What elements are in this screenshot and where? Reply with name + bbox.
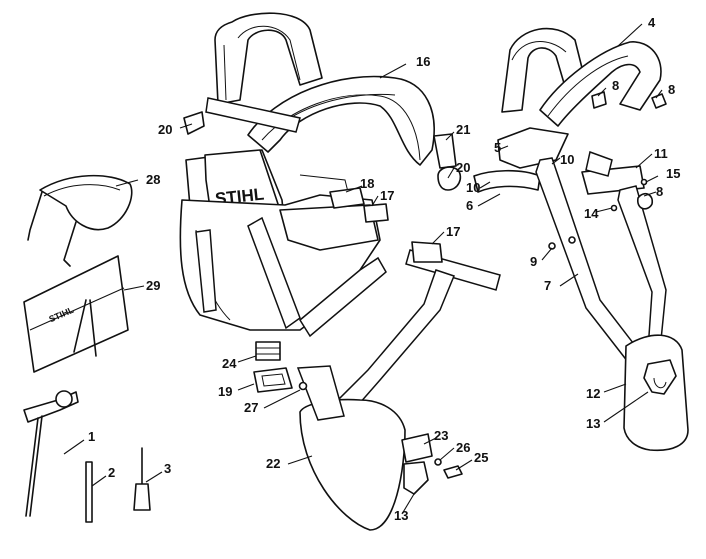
part-label-21: 21 [456,122,470,137]
leader-lines [63,23,663,515]
part-label-20: 20 [158,122,172,137]
part-label-10: 10 [560,152,574,167]
part-label-7: 7 [544,278,551,293]
part-label-8: 8 [656,184,663,199]
part-label-22: 22 [266,456,280,471]
part-label-10: 10 [466,180,480,195]
part-label-27: 27 [244,400,258,415]
part-label-1: 1 [88,429,95,444]
part-label-16: 16 [416,54,430,69]
part-label-12: 12 [586,386,600,401]
part-label-17: 17 [446,224,460,239]
part-label-15: 15 [666,166,680,181]
part-label-9: 9 [530,254,537,269]
part-label-8: 8 [612,78,619,93]
part-label-19: 19 [218,384,232,399]
part-label-2: 2 [108,465,115,480]
part-label-28: 28 [146,172,160,187]
part-label-29: 29 [146,278,160,293]
part-label-17: 17 [380,188,394,203]
part-label-5: 5 [494,140,501,155]
spare-hardware [401,433,463,495]
part-label-3: 3 [164,461,171,476]
full-harness-assembly: STIHL [179,12,501,531]
part-label-26: 26 [456,440,470,455]
part-label-25: 25 [474,450,488,465]
combination-wrench [23,390,79,517]
screwdriver [133,447,151,511]
part-label-8: 8 [668,82,675,97]
part-label-20: 20 [456,160,470,175]
part-label-13: 13 [586,416,600,431]
part-label-24: 24 [222,356,237,371]
part-label-14: 14 [584,206,599,221]
part-label-6: 6 [466,198,473,213]
part-label-18: 18 [360,176,374,191]
safety-glasses [27,174,133,267]
part-label-4: 4 [648,15,656,30]
pin [85,461,93,523]
part-label-13: 13 [394,508,408,523]
part-label-23: 23 [434,428,448,443]
part-label-11: 11 [654,146,668,161]
shoulder-harness-assembly [473,27,689,452]
instruction-manual: STIHL [23,255,129,373]
